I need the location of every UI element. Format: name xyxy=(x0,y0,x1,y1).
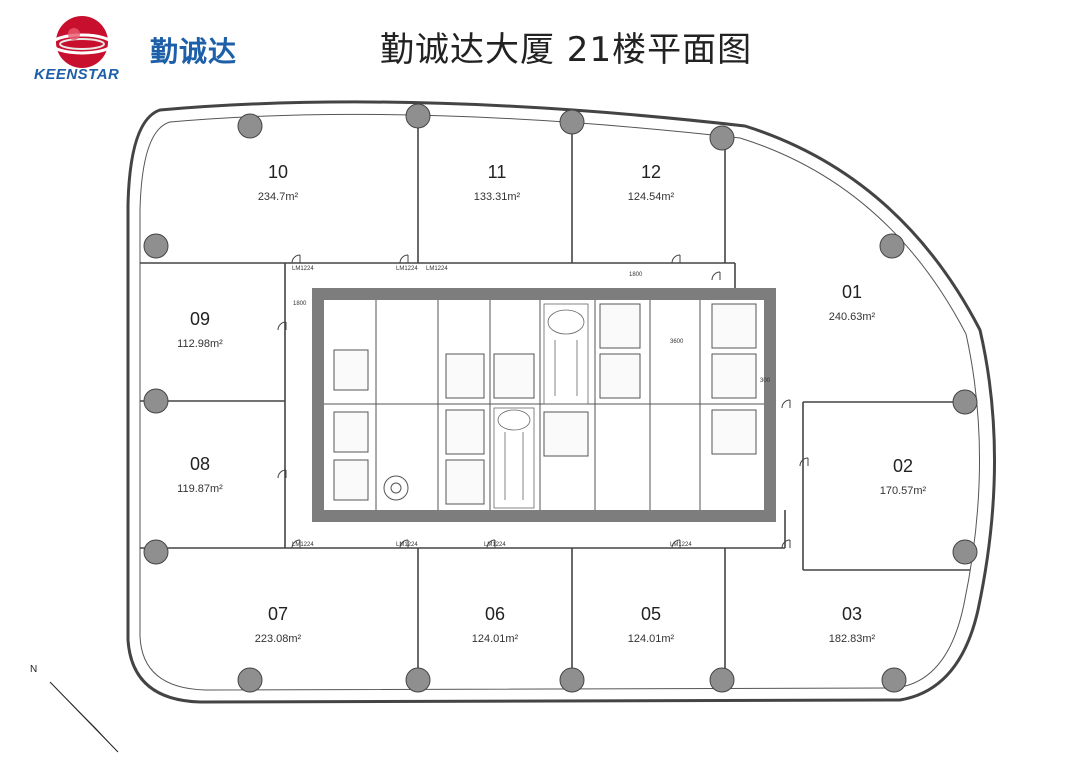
column xyxy=(881,667,907,693)
unit-11: 11 133.31m² xyxy=(474,162,521,203)
door-swing xyxy=(781,399,791,409)
column xyxy=(143,539,169,565)
unit-area: 182.83m² xyxy=(829,633,876,645)
door-swing xyxy=(277,469,287,479)
unit-area: 133.31m² xyxy=(474,191,521,203)
unit-05: 05 124.01m² xyxy=(628,604,675,645)
unit-number: 12 xyxy=(641,162,661,182)
unit-area: 119.87m² xyxy=(177,483,223,495)
column xyxy=(559,109,585,135)
door-swing xyxy=(486,539,496,549)
door-swing xyxy=(781,539,791,549)
unit-08: 08 119.87m² xyxy=(177,454,223,495)
unit-number: 09 xyxy=(190,309,210,329)
column xyxy=(237,113,263,139)
column xyxy=(879,233,905,259)
unit-number: 03 xyxy=(842,604,862,624)
column xyxy=(405,103,431,129)
door-tag: LM1224 xyxy=(396,266,418,272)
door-tag: LM1224 xyxy=(396,542,418,548)
dimension-tag: 1800 xyxy=(629,272,643,278)
door-swings xyxy=(277,254,809,549)
brand-name-cn: 勤诚达 xyxy=(150,35,238,68)
unit-09: 09 112.98m² xyxy=(177,309,223,350)
unit-06: 06 124.01m² xyxy=(472,604,519,645)
door-swing xyxy=(799,457,809,467)
unit-labels: 10234.7m²11133.31m²12124.54m²01240.63m²0… xyxy=(177,162,926,645)
partition-walls xyxy=(140,105,970,690)
dimension-tag: 3600 xyxy=(670,339,684,345)
unit-number: 05 xyxy=(641,604,661,624)
structural-columns xyxy=(143,103,978,693)
door-tag: LM1224 xyxy=(292,266,314,272)
building-outline xyxy=(126,100,997,704)
column xyxy=(237,667,263,693)
door-swing xyxy=(399,539,409,549)
unit-area: 124.54m² xyxy=(628,191,675,203)
unit-area: 124.01m² xyxy=(472,633,519,645)
column xyxy=(559,667,585,693)
unit-area: 240.63m² xyxy=(829,311,876,323)
unit-area: 112.98m² xyxy=(177,338,223,350)
column xyxy=(952,389,978,415)
door-tag: LM1224 xyxy=(426,266,448,272)
door-swing xyxy=(291,539,301,549)
unit-01: 01 240.63m² xyxy=(829,282,876,323)
building-core xyxy=(312,288,776,522)
column xyxy=(952,539,978,565)
unit-number: 10 xyxy=(268,162,288,182)
keenstar-logo-icon xyxy=(50,16,114,68)
dimension-tag: 1800 xyxy=(293,301,307,307)
unit-number: 08 xyxy=(190,454,210,474)
page-title: 勤诚达大厦 21楼平面图 xyxy=(380,30,753,70)
unit-number: 07 xyxy=(268,604,288,624)
column xyxy=(405,667,431,693)
unit-area: 170.57m² xyxy=(880,485,927,497)
unit-area: 124.01m² xyxy=(628,633,675,645)
dimension-tags: 1800 1800 3600 300 xyxy=(293,272,771,384)
unit-10: 10 234.7m² xyxy=(258,162,299,203)
door-swing xyxy=(291,254,301,264)
north-label: N xyxy=(30,664,37,675)
unit-number: 06 xyxy=(485,604,505,624)
unit-02: 02 170.57m² xyxy=(880,456,927,497)
north-arrow-icon: N xyxy=(30,664,119,753)
door-swing xyxy=(399,254,409,264)
building-inner-outline xyxy=(139,113,981,691)
unit-number: 01 xyxy=(842,282,862,302)
unit-number: 02 xyxy=(893,456,913,476)
unit-area: 234.7m² xyxy=(258,191,299,203)
door-tag: LM1224 xyxy=(484,542,506,548)
door-tag: LM1224 xyxy=(292,542,314,548)
dimension-tag: 300 xyxy=(760,378,771,384)
door-swing xyxy=(277,321,287,331)
unit-03: 03 182.83m² xyxy=(829,604,876,645)
unit-12: 12 124.54m² xyxy=(628,162,675,203)
door-tag: LM1224 xyxy=(670,542,692,548)
unit-area: 223.08m² xyxy=(255,633,302,645)
column xyxy=(143,388,169,414)
column xyxy=(709,667,735,693)
column xyxy=(709,125,735,151)
brand-name-en: KEENSTAR xyxy=(34,66,120,83)
door-swing xyxy=(671,539,681,549)
unit-number: 11 xyxy=(488,162,507,182)
door-swing xyxy=(671,254,681,264)
column xyxy=(143,233,169,259)
unit-07: 07 223.08m² xyxy=(255,604,302,645)
door-swing xyxy=(711,271,721,281)
